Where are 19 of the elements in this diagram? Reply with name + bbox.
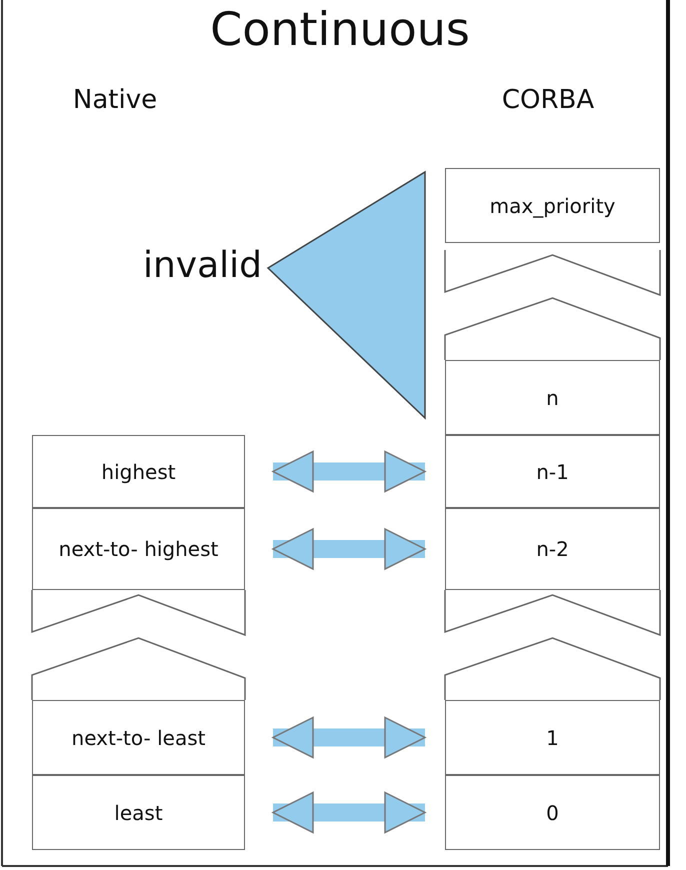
priority-cell: next-to- least xyxy=(32,700,245,775)
column-heading: Native xyxy=(72,85,158,115)
double-arrow xyxy=(272,792,426,834)
priority-cell: n-2 xyxy=(445,508,660,590)
double-arrow xyxy=(272,528,426,570)
double-arrow xyxy=(272,450,426,492)
mapping-wedge xyxy=(266,170,426,420)
range-label: invalid xyxy=(142,245,262,286)
column-heading: CORBA xyxy=(502,85,594,115)
priority-cell: max_priority xyxy=(445,168,660,243)
priority-cell: n xyxy=(445,360,660,435)
priority-cell: n-1 xyxy=(445,435,660,508)
priority-cell: next-to- highest xyxy=(32,508,245,590)
priority-cell: 0 xyxy=(445,775,660,850)
double-arrow xyxy=(272,716,426,758)
priority-cell: highest xyxy=(32,435,245,508)
diagram-title: Continuous xyxy=(210,2,470,56)
priority-cell: 1 xyxy=(445,700,660,775)
priority-cell: least xyxy=(32,775,245,850)
